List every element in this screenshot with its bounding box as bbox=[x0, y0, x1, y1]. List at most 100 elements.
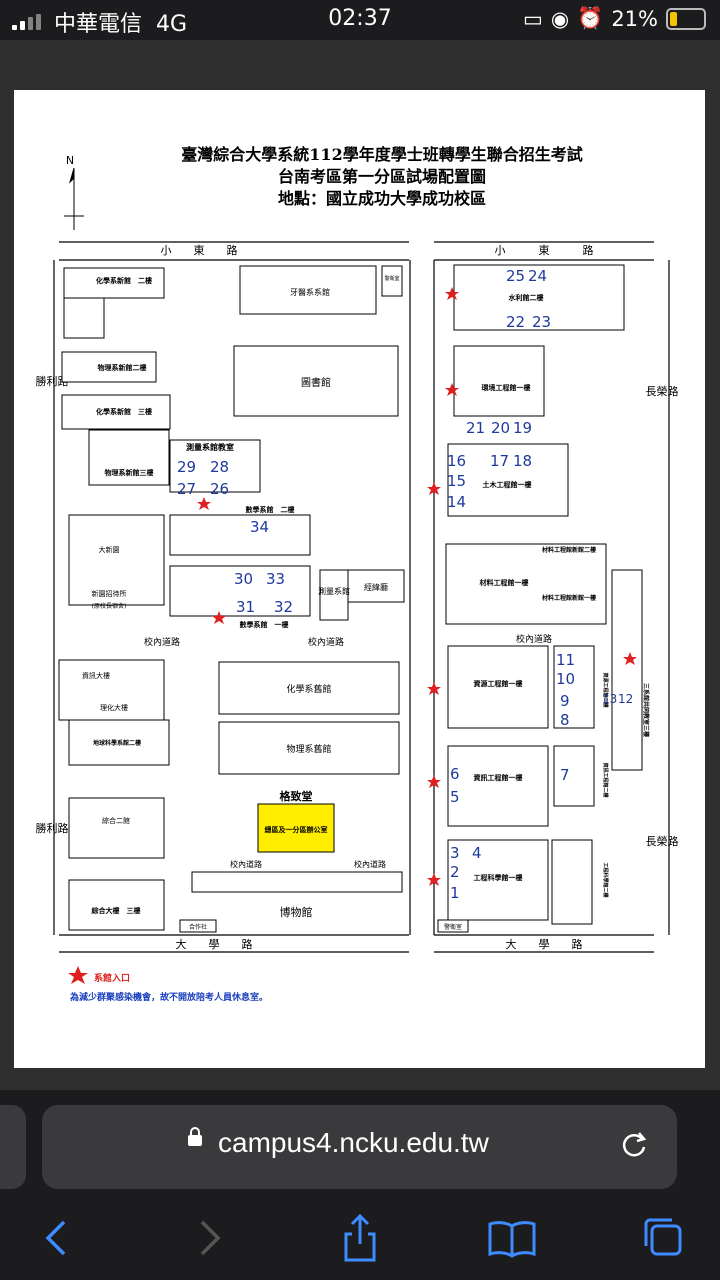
share-icon[interactable] bbox=[330, 1208, 390, 1268]
road-lines bbox=[53, 241, 670, 953]
bldg-civil-1f: 土木工程館一樓 bbox=[483, 480, 532, 489]
room-2: 2 bbox=[450, 863, 460, 881]
room-22: 22 bbox=[506, 313, 525, 331]
bldg-info-2f: 資訊工程館二樓 bbox=[602, 762, 609, 797]
bookmarks-icon[interactable] bbox=[482, 1208, 542, 1268]
road-shengli-lower: 勝利路 bbox=[36, 821, 69, 835]
bldg-museum: 博物館 bbox=[280, 905, 313, 919]
bldg-resource-2f: 資源工程館二樓 bbox=[602, 672, 609, 707]
bldg-guard-2: 警衛室 bbox=[444, 923, 462, 931]
reload-icon[interactable] bbox=[618, 1129, 650, 1161]
room-10: 10 bbox=[556, 670, 575, 688]
safari-bottom-bar: campus4.ncku.edu.tw bbox=[0, 1090, 720, 1280]
room-21: 21 bbox=[466, 419, 485, 437]
map-title-3: 地點：國立成功大學成功校區 bbox=[278, 189, 486, 208]
room-15: 15 bbox=[447, 472, 466, 490]
right-buildings bbox=[445, 264, 643, 925]
room-25: 25 bbox=[506, 267, 525, 285]
room-17: 17 bbox=[490, 452, 509, 470]
room-28: 28 bbox=[210, 458, 229, 476]
bldg-dacheng: 大新園 bbox=[99, 545, 120, 554]
lock-icon bbox=[188, 1127, 202, 1146]
room-8: 8 bbox=[560, 711, 570, 729]
room-31: 31 bbox=[236, 598, 255, 616]
room-12: 12 bbox=[618, 692, 633, 706]
bldg-math-2f: 數學系館 二樓 bbox=[246, 505, 295, 514]
battery-percent: 21% bbox=[611, 6, 658, 31]
north-arrow-icon bbox=[64, 167, 84, 230]
bldg-earth-2f: 地球科學系館二樓 bbox=[93, 739, 141, 747]
bldg-survey-room: 測量系館教室 bbox=[186, 442, 234, 452]
bldg-dental: 牙醫系系館 bbox=[290, 287, 330, 297]
bldg-chem-new-3f: 化學系新館 三樓 bbox=[96, 407, 152, 416]
room-29: 29 bbox=[177, 458, 196, 476]
map-title-1: 臺灣綜合大學系統112學年度學士班轉學生聯合招生考試 bbox=[181, 145, 582, 164]
map-title-2: 台南考區第一分區試場配置圖 bbox=[278, 167, 486, 186]
room-5: 5 bbox=[450, 788, 460, 806]
bldg-survey: 測量系館 bbox=[318, 586, 350, 596]
room-18: 18 bbox=[513, 452, 532, 470]
road-xiaodong-right: 小 東 路 bbox=[495, 244, 594, 257]
room-7: 7 bbox=[560, 766, 570, 784]
signal-icon bbox=[12, 14, 46, 30]
center-buildings bbox=[169, 265, 469, 933]
alarm-icon: ⏰ bbox=[577, 6, 604, 30]
browser-toolbar bbox=[0, 1208, 720, 1268]
bldg-phys-new-2f: 物理系新館二樓 bbox=[98, 363, 147, 372]
bldg-phys-old: 物理系舊館 bbox=[286, 743, 331, 755]
address-bar[interactable]: campus4.ncku.edu.tw bbox=[42, 1105, 677, 1189]
campus-road-2: 校內道路 bbox=[308, 636, 344, 648]
campus-road-1: 校內道路 bbox=[144, 636, 180, 648]
orientation-lock-icon: ◉ bbox=[550, 6, 570, 31]
bldg-comp-3f: 綜合大樓 三樓 bbox=[92, 906, 141, 915]
legend-star-icon bbox=[68, 966, 88, 984]
bldg-math-1f: 數學系館 一樓 bbox=[240, 620, 289, 629]
campus-road-4: 校內道路 bbox=[230, 859, 262, 869]
room-1: 1 bbox=[450, 884, 460, 902]
forward-icon[interactable] bbox=[180, 1208, 240, 1268]
room-30: 30 bbox=[234, 570, 253, 588]
bldg-chem-old: 化學系舊館 bbox=[286, 683, 331, 695]
room-26: 26 bbox=[210, 480, 229, 498]
campus-road-3: 校內道路 bbox=[516, 633, 552, 645]
back-icon[interactable] bbox=[26, 1208, 86, 1268]
battery-icon bbox=[666, 7, 706, 30]
legend-label: 系館入口 bbox=[94, 972, 130, 984]
status-right: ▭ ◉ ⏰ 21% bbox=[523, 6, 706, 31]
bldg-coop: 合作社 bbox=[189, 923, 207, 931]
url-text: campus4.ncku.edu.tw bbox=[218, 1127, 489, 1158]
room-9: 9 bbox=[560, 692, 570, 710]
bldg-info: 資訊大樓 bbox=[82, 671, 110, 680]
campus-road-5: 校內道路 bbox=[354, 859, 386, 869]
room-3: 3 bbox=[450, 844, 460, 862]
bldg-sys-3f: 三系館共同教室三樓 bbox=[642, 683, 650, 737]
road-shengli-upper: 勝利路 bbox=[36, 374, 69, 388]
tabs-icon[interactable] bbox=[634, 1208, 694, 1268]
bldg-comp2: 綜合二館 bbox=[102, 816, 130, 825]
bldg-guesthouse-note: (原校長宿舍) bbox=[92, 602, 127, 610]
room-13: 13 bbox=[602, 692, 617, 706]
bed-icon: ▭ bbox=[522, 6, 543, 31]
room-19: 19 bbox=[513, 419, 532, 437]
road-changrong-upper: 長榮路 bbox=[646, 384, 679, 398]
left-buildings bbox=[58, 267, 171, 931]
room-4: 4 bbox=[472, 844, 482, 862]
bldg-eng-sci-2f: 工程科學館二樓 bbox=[602, 862, 609, 897]
bldg-guard: 警衛室 bbox=[384, 275, 399, 282]
previous-tab-peek[interactable] bbox=[0, 1105, 26, 1189]
road-xiaodong-left: 小 東 路 bbox=[161, 244, 238, 257]
bldg-mat-new-2f: 材料工程館新館二樓 bbox=[541, 546, 596, 554]
entrance-star-icons bbox=[197, 287, 637, 886]
status-bar: 中華電信 4G 02:37 ▭ ◉ ⏰ 21% bbox=[0, 0, 720, 40]
bldg-env-1f: 環境工程館一樓 bbox=[482, 383, 531, 392]
room-34: 34 bbox=[250, 518, 269, 536]
bldg-water-2f: 水利館二樓 bbox=[509, 293, 544, 302]
room-16: 16 bbox=[447, 452, 466, 470]
map-page: 臺灣綜合大學系統112學年度學士班轉學生聯合招生考試 台南考區第一分區試場配置圖… bbox=[14, 90, 705, 1068]
bldg-eng-sci-1f: 工程科學館一樓 bbox=[474, 873, 523, 882]
bldg-economic: 經緯廳 bbox=[364, 582, 388, 592]
bldg-library: 圖書館 bbox=[301, 376, 331, 389]
carrier-label: 中華電信 4G bbox=[54, 12, 188, 37]
road-daxue-right: 大 學 路 bbox=[506, 937, 583, 951]
room-33: 33 bbox=[266, 570, 285, 588]
